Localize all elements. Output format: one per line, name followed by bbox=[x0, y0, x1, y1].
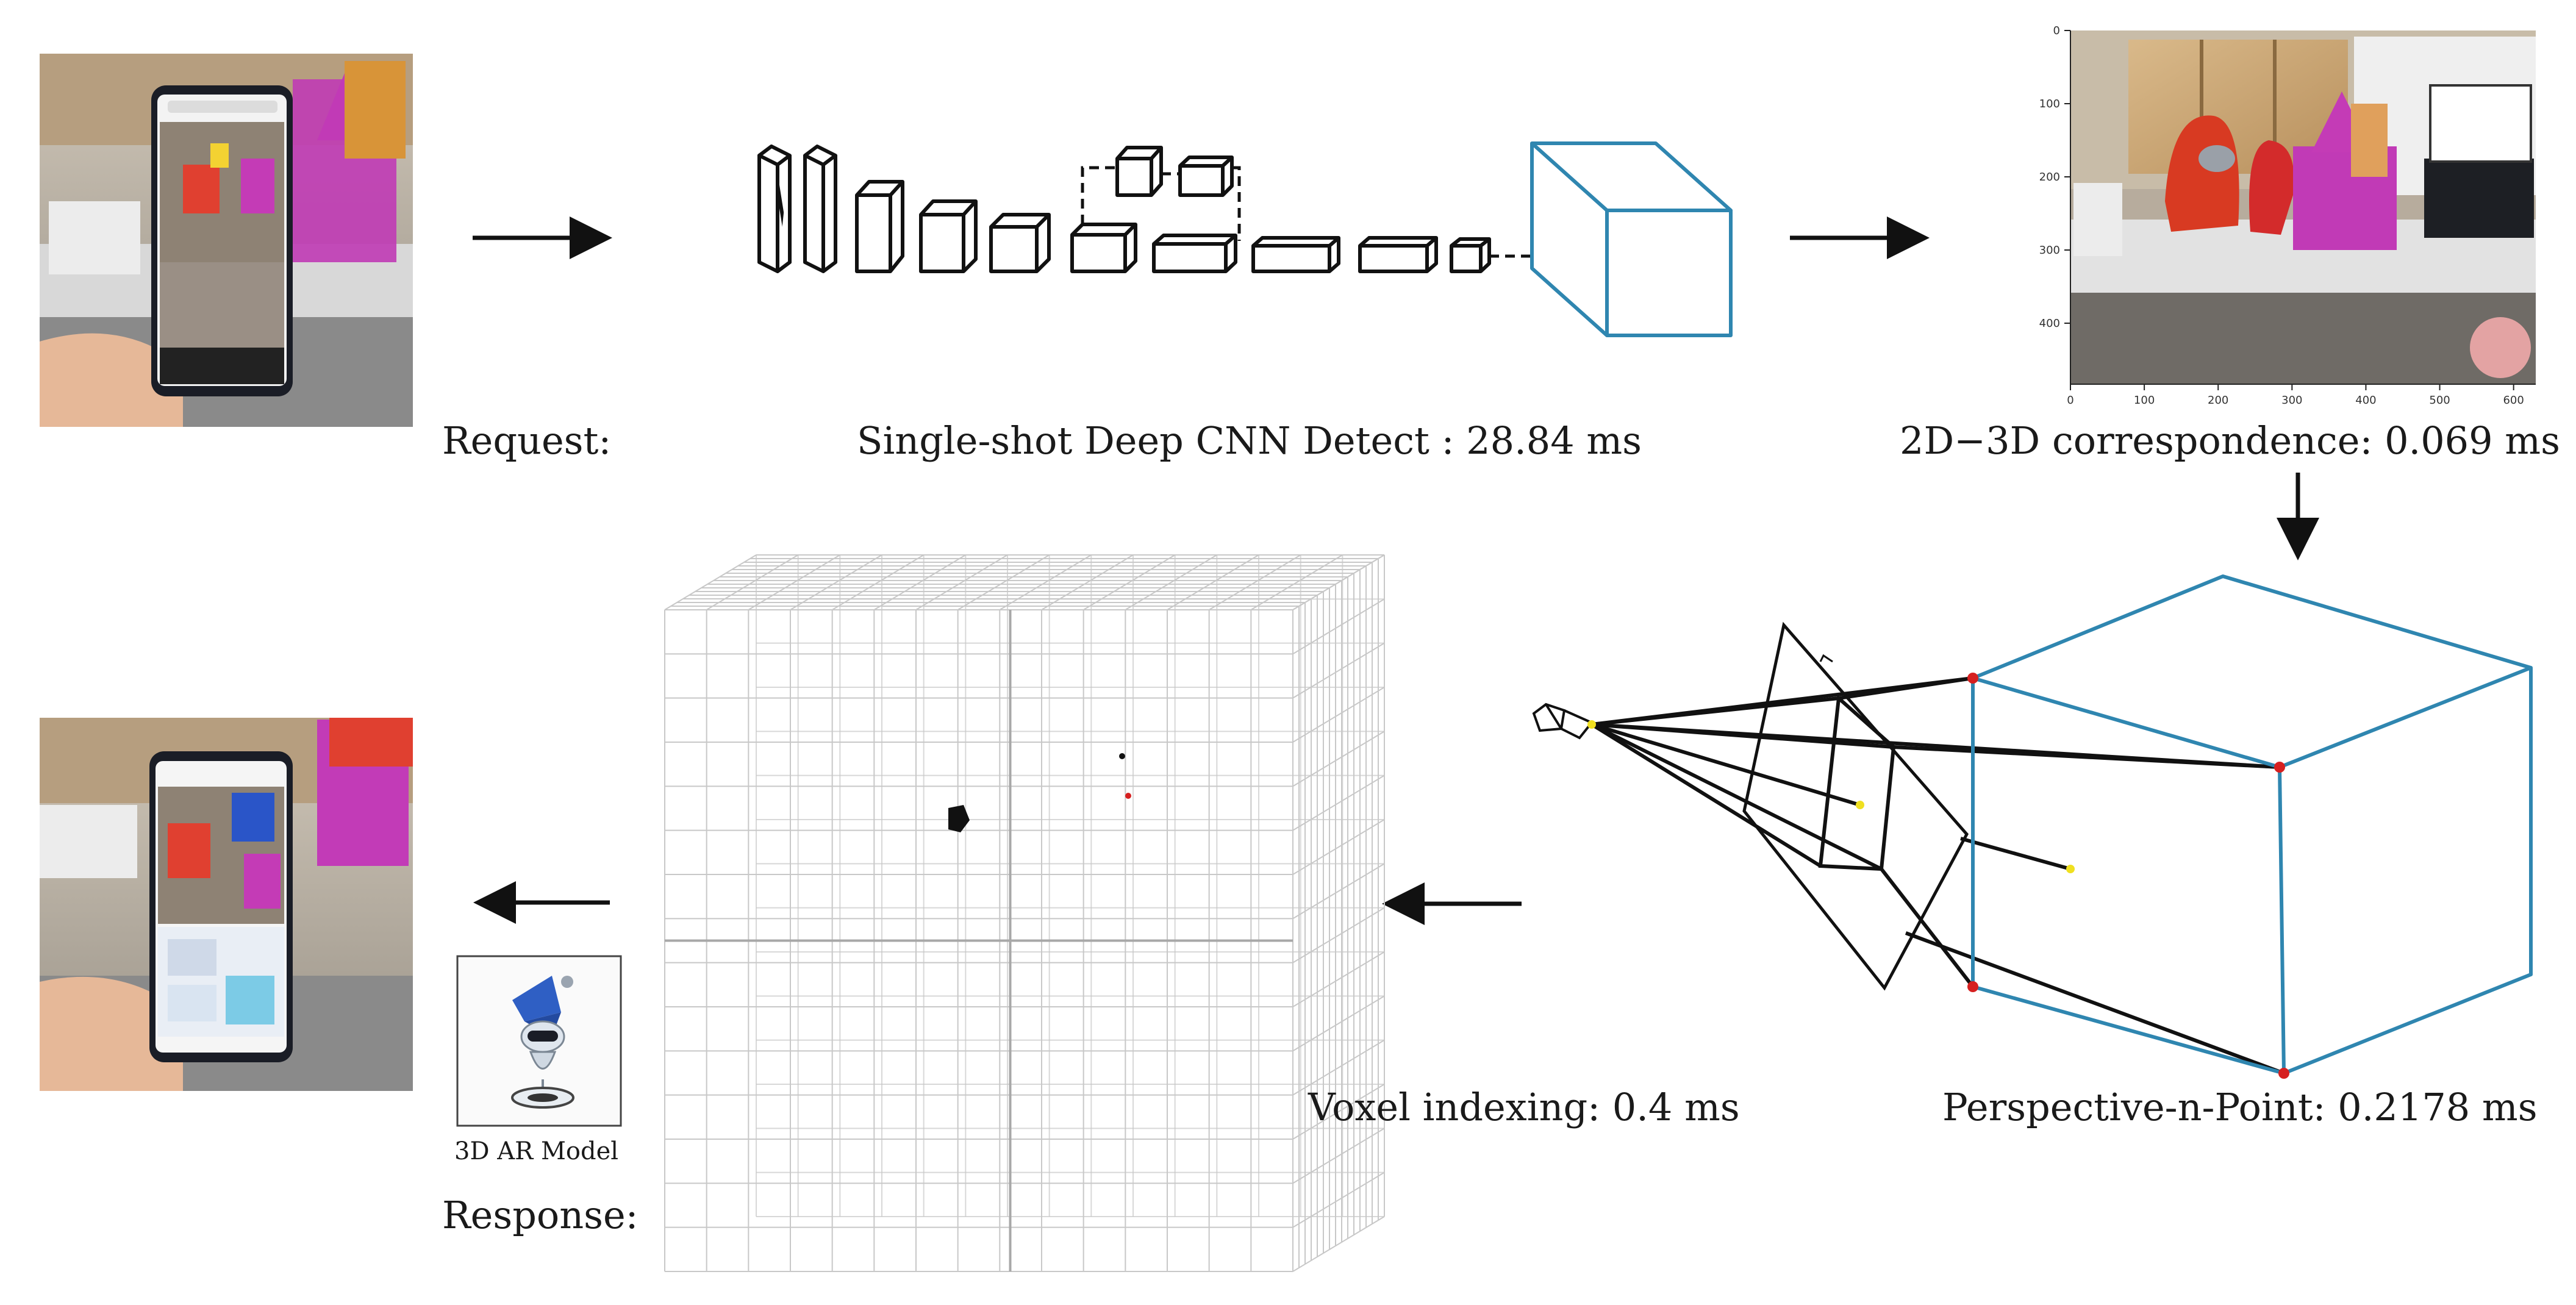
image-plane bbox=[1742, 621, 1969, 991]
voxel-grid bbox=[664, 554, 1385, 1272]
correspondence-label: 2D−3D correspondence: 0.069 ms bbox=[1900, 418, 2560, 463]
cnn-layer bbox=[757, 145, 792, 273]
cnn-skip-connection bbox=[1081, 166, 1532, 258]
x-tick-label: 400 bbox=[2355, 394, 2376, 407]
plot-y-ticks: 0 100 200 300 400 bbox=[2039, 24, 2070, 330]
object-3d-cube bbox=[1971, 574, 2533, 1075]
cnn-layer bbox=[1251, 236, 1340, 273]
cnn-layer bbox=[1152, 234, 1237, 273]
keypoint-yellow bbox=[1856, 801, 1864, 809]
keypoints bbox=[1587, 673, 2289, 1079]
keypoint-red bbox=[2274, 762, 2285, 773]
ar-robot-model bbox=[456, 955, 622, 1127]
keypoint-yellow bbox=[2066, 865, 2075, 873]
request-label: Request: bbox=[442, 418, 612, 463]
x-tick-label: 0 bbox=[2067, 394, 2073, 407]
response-label: Response: bbox=[442, 1193, 639, 1237]
ar-model-label: 3D AR Model bbox=[454, 1137, 619, 1165]
y-tick-label: 100 bbox=[2039, 98, 2060, 110]
cnn-layer bbox=[855, 180, 904, 273]
y-tick-label: 300 bbox=[2039, 244, 2060, 257]
pnp-label: Perspective-n-Point: 0.2178 ms bbox=[1942, 1085, 2538, 1129]
cnn-layer bbox=[803, 145, 837, 273]
x-tick-label: 300 bbox=[2281, 394, 2302, 407]
plot-x-ticks: 0 100 200 300 400 500 600 bbox=[2067, 384, 2524, 407]
cnn-network bbox=[757, 145, 1491, 273]
phone-ar-result-icon bbox=[149, 751, 293, 1062]
voxel-label: Voxel indexing: 0.4 ms bbox=[1308, 1085, 1740, 1129]
keypoint-red bbox=[2278, 1068, 2289, 1079]
camera-frustum-icon bbox=[1532, 703, 1594, 740]
x-tick-label: 500 bbox=[2429, 394, 2450, 407]
cnn-layer bbox=[1450, 237, 1491, 273]
keypoint-red bbox=[1967, 673, 1978, 684]
ar-robot-model-icon bbox=[511, 976, 574, 1109]
x-tick-label: 200 bbox=[2208, 394, 2228, 407]
cnn-layer bbox=[919, 199, 978, 273]
keypoint-yellow bbox=[1587, 720, 1596, 729]
correspondence-plot: 0 100 200 300 400 0 100 200 300 400 500 600 bbox=[2039, 24, 2536, 407]
pnp-diagram bbox=[1532, 574, 2533, 1079]
y-tick-label: 0 bbox=[2053, 24, 2060, 37]
y-tick-label: 200 bbox=[2039, 171, 2060, 184]
x-tick-label: 100 bbox=[2134, 394, 2155, 407]
cnn-branch-layer bbox=[1178, 156, 1234, 197]
x-tick-label: 600 bbox=[2503, 394, 2524, 407]
cnn-layer bbox=[1070, 223, 1137, 273]
request-phone-photo bbox=[40, 54, 413, 427]
keypoint-red bbox=[1967, 981, 1978, 992]
y-tick-label: 400 bbox=[2039, 317, 2060, 330]
cnn-layer bbox=[989, 213, 1051, 273]
cnn-branch-layer bbox=[1115, 146, 1163, 197]
response-phone-photo bbox=[40, 718, 413, 1091]
cnn-layer bbox=[1358, 236, 1438, 273]
output-3d-cube bbox=[1530, 141, 1733, 337]
cnn-label: Single-shot Deep CNN Detect : 28.84 ms bbox=[857, 418, 1642, 463]
phone-camera-photo-icon bbox=[151, 85, 293, 396]
